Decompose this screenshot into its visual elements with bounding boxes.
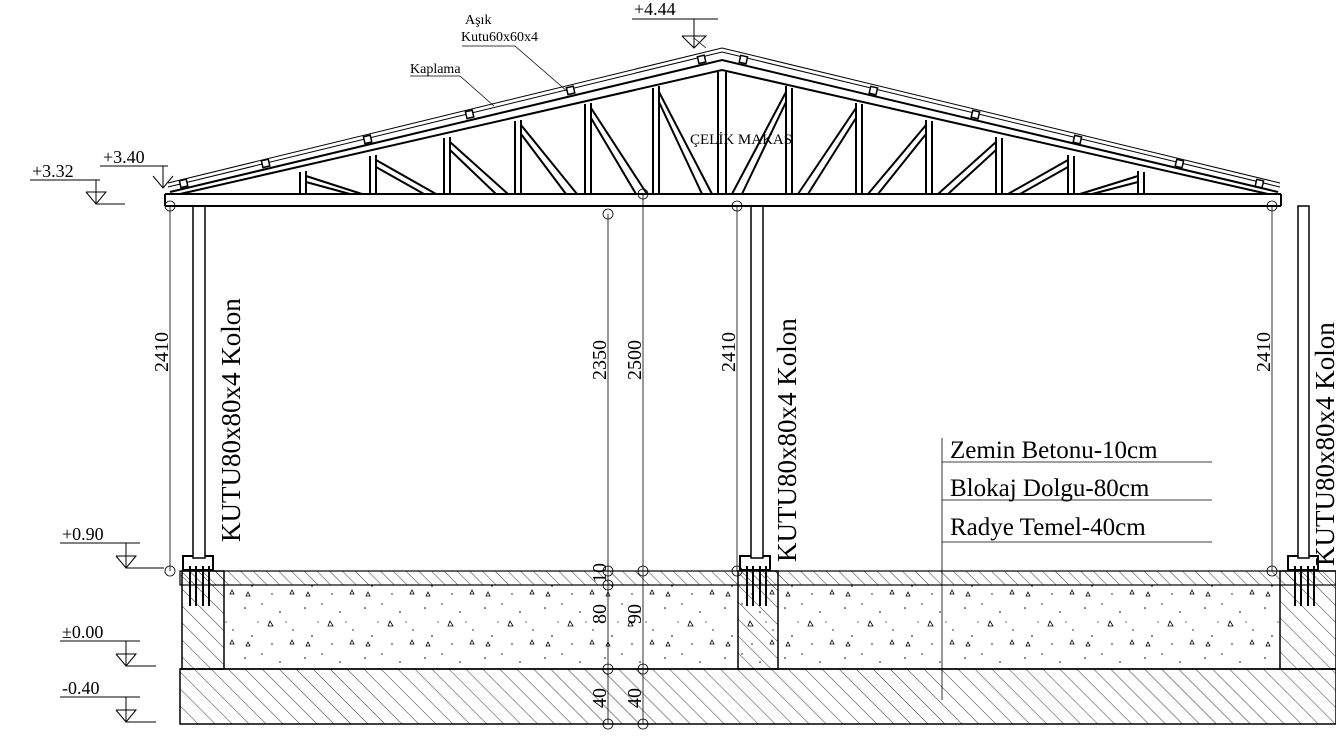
dim-fill-total: 90 (624, 604, 646, 624)
label-asik: Aşık (465, 13, 491, 28)
dim-slab: 10 (589, 563, 611, 583)
dim-raft-b: 40 (624, 688, 646, 708)
column-label-left: KUTU80x80x4 Kolon (216, 298, 246, 542)
anchor-right (1287, 555, 1319, 606)
column-label-mid: KUTU80x80x4 Kolon (772, 318, 802, 562)
column-right (1297, 205, 1310, 559)
steel-truss (164, 47, 1282, 207)
footing-mid (737, 570, 779, 670)
layer-radye-temel: Radye Temel-40cm (950, 514, 1146, 541)
elevation-000: ±0.00 (62, 622, 103, 642)
dim-col-height-mid: 2410 (718, 332, 740, 372)
elevation-090: +0.90 (62, 524, 104, 544)
dim-raft: 40 (589, 688, 611, 708)
elevation-340: +3.40 (103, 147, 145, 167)
column-mid (750, 205, 764, 559)
column-label-right: KUTU80x80x4 Kolon (1310, 322, 1336, 566)
raft-foundation (179, 668, 1336, 725)
elevation-markers (30, 18, 718, 723)
label-truss: ÇELİK MAKAS (690, 132, 792, 148)
label-asik-profile: Kutu60x60x4 (461, 30, 538, 45)
layer-zemin-betonu: Zemin Betonu-10cm (950, 437, 1158, 464)
column-left (192, 205, 206, 559)
dim-col-height-left: 2410 (151, 332, 173, 372)
elevation-332: +3.32 (32, 161, 74, 181)
label-kaplama: Kaplama (410, 62, 461, 77)
dim-fill: 80 (589, 604, 611, 624)
dim-clear-height: 2350 (589, 340, 611, 380)
dim-total-height: 2500 (624, 340, 646, 380)
dimension-lines (164, 37, 1278, 730)
elevation-444: +4.44 (634, 0, 676, 19)
dim-col-height-right: 2410 (1253, 332, 1275, 372)
elevation-m040: -0.40 (62, 678, 100, 698)
layer-blokaj-dolgu: Blokaj Dolgu-80cm (950, 475, 1150, 502)
